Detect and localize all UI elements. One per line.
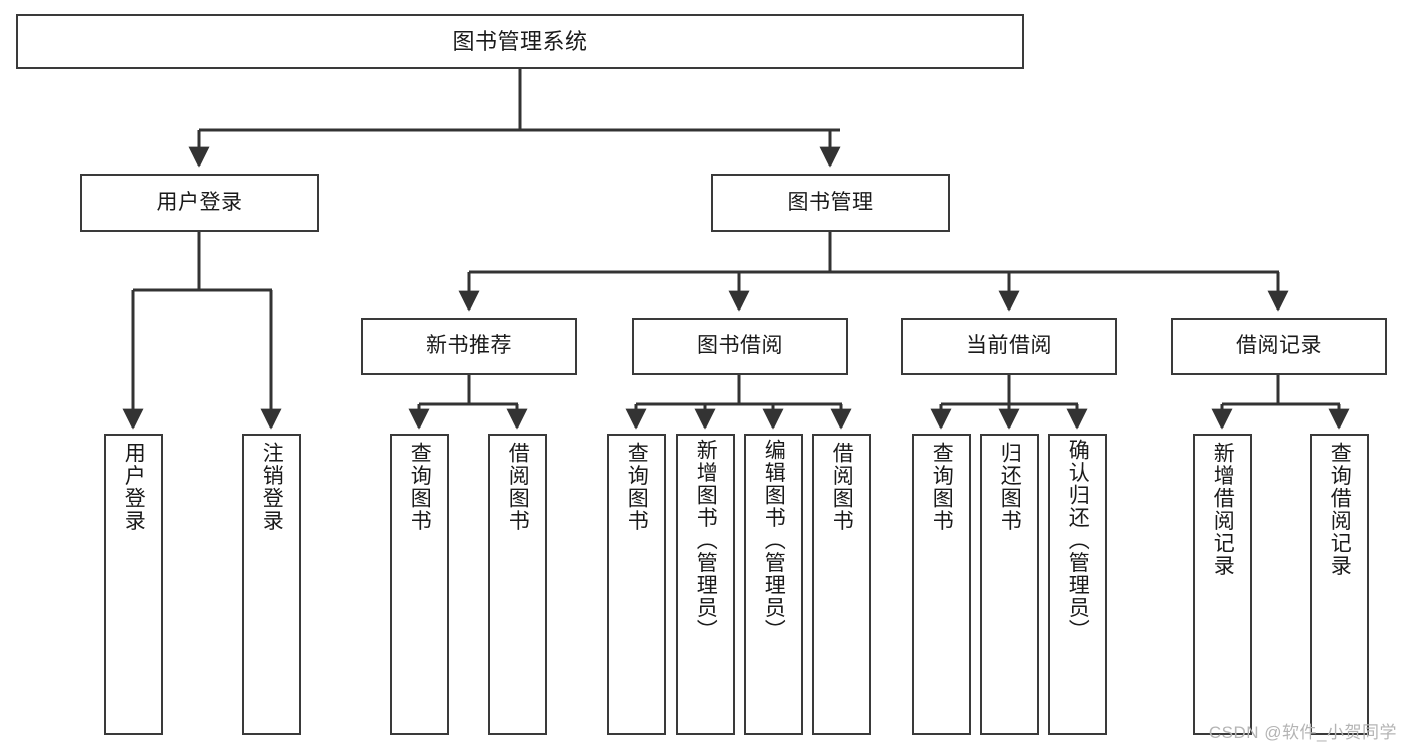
node-label: 当前借阅 bbox=[966, 334, 1052, 358]
node-user-login[interactable]: 用户登录 bbox=[80, 174, 319, 232]
node-label: 用户登录 bbox=[122, 442, 146, 532]
node-label: 图书管理系统 bbox=[452, 28, 588, 54]
node-leaf-add-book-admin[interactable]: 新增图书（管理员） bbox=[676, 434, 735, 735]
node-label: 借阅记录 bbox=[1236, 334, 1322, 358]
node-label: 新增图书（管理员） bbox=[694, 439, 718, 642]
node-borrow-record[interactable]: 借阅记录 bbox=[1171, 318, 1387, 375]
node-label: 图书管理 bbox=[787, 190, 874, 214]
node-leaf-query-book-current[interactable]: 查询图书 bbox=[912, 434, 971, 735]
node-leaf-borrow-book-recommend[interactable]: 借阅图书 bbox=[488, 434, 547, 735]
node-new-book-recommend[interactable]: 新书推荐 bbox=[361, 318, 577, 375]
node-root-book-management-system[interactable]: 图书管理系统 bbox=[16, 14, 1024, 69]
node-label: 编辑图书（管理员） bbox=[762, 439, 786, 642]
node-label: 确认归还（管理员） bbox=[1066, 439, 1090, 642]
node-leaf-logout-login[interactable]: 注销登录 bbox=[242, 434, 301, 735]
node-label: 新书推荐 bbox=[426, 334, 512, 358]
node-label: 查询借阅记录 bbox=[1328, 442, 1352, 577]
node-leaf-query-borrow-record[interactable]: 查询借阅记录 bbox=[1310, 434, 1369, 735]
node-leaf-return-book[interactable]: 归还图书 bbox=[980, 434, 1039, 735]
node-leaf-add-borrow-record[interactable]: 新增借阅记录 bbox=[1193, 434, 1252, 735]
node-leaf-confirm-return-admin[interactable]: 确认归还（管理员） bbox=[1048, 434, 1107, 735]
node-label: 图书借阅 bbox=[697, 334, 783, 358]
node-label: 用户登录 bbox=[156, 190, 243, 214]
node-label: 归还图书 bbox=[998, 442, 1022, 532]
node-leaf-query-book-recommend[interactable]: 查询图书 bbox=[390, 434, 449, 735]
node-label: 借阅图书 bbox=[506, 442, 530, 532]
node-current-borrow[interactable]: 当前借阅 bbox=[901, 318, 1117, 375]
node-label: 借阅图书 bbox=[830, 442, 854, 532]
node-label: 查询图书 bbox=[930, 442, 954, 532]
node-label: 注销登录 bbox=[260, 442, 284, 532]
node-book-management[interactable]: 图书管理 bbox=[711, 174, 950, 232]
node-leaf-edit-book-admin[interactable]: 编辑图书（管理员） bbox=[744, 434, 803, 735]
node-book-borrow[interactable]: 图书借阅 bbox=[632, 318, 848, 375]
node-label: 新增借阅记录 bbox=[1211, 442, 1235, 577]
node-label: 查询图书 bbox=[408, 442, 432, 532]
node-label: 查询图书 bbox=[625, 442, 649, 532]
node-leaf-borrow-book[interactable]: 借阅图书 bbox=[812, 434, 871, 735]
node-leaf-user-login[interactable]: 用户登录 bbox=[104, 434, 163, 735]
node-leaf-query-book-borrow[interactable]: 查询图书 bbox=[607, 434, 666, 735]
